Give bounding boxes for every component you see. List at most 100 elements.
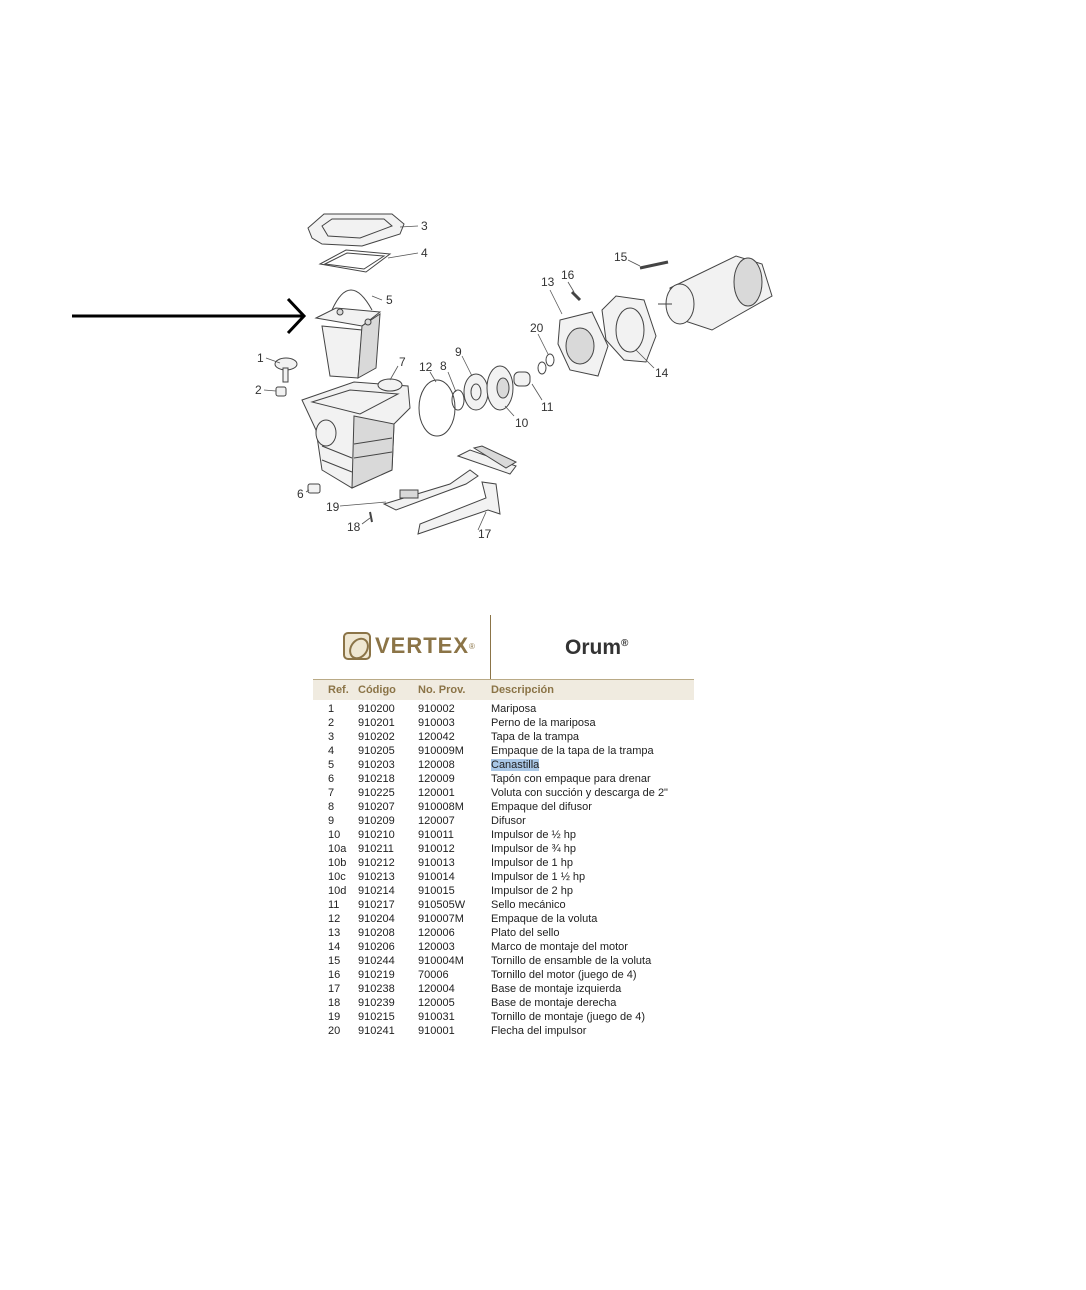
cell-ref: 20	[328, 1025, 341, 1037]
mounting-base-right-part	[382, 469, 479, 511]
seal-plate-part	[557, 311, 609, 377]
cell-ref: 16	[328, 969, 341, 981]
basket-part	[314, 289, 382, 379]
cell-desc[interactable]: Tornillo de ensamble de la voluta	[491, 955, 652, 967]
knob-part	[274, 357, 298, 383]
cell-ref: 17	[328, 983, 341, 995]
cell-codigo: 910211	[358, 843, 394, 855]
header-prov: No. Prov.	[418, 684, 466, 696]
vertex-leaf-icon	[343, 632, 371, 660]
cell-codigo: 910208	[358, 927, 395, 939]
cell-ref: 14	[328, 941, 341, 953]
cell-desc[interactable]: Canastilla	[491, 759, 540, 771]
cell-desc[interactable]: Impulsor de 2 hp	[491, 885, 573, 897]
motor	[658, 255, 773, 331]
cell-prov: 120001	[418, 787, 455, 799]
cell-desc[interactable]: Plato del sello	[491, 927, 560, 939]
leader-lines	[263, 225, 655, 531]
callout-1: 1	[257, 351, 264, 365]
callout-8: 8	[440, 359, 447, 373]
cell-desc[interactable]: Base de montaje derecha	[491, 997, 617, 1009]
volute-bolt-part	[639, 260, 669, 270]
cell-desc[interactable]: Impulsor de ¾ hp	[491, 843, 576, 855]
vertex-logo: VERTEX ®	[343, 632, 475, 660]
cell-desc[interactable]: Mariposa	[491, 703, 537, 715]
cell-ref: 18	[328, 997, 341, 1009]
callout-6: 6	[297, 487, 304, 501]
cell-desc[interactable]: Marco de montaje del motor	[491, 941, 628, 953]
callout-3: 3	[421, 219, 428, 233]
cell-ref: 12	[328, 913, 341, 925]
cell-desc[interactable]: Impulsor de ½ hp	[491, 829, 576, 841]
cell-prov: 910004M	[418, 955, 464, 967]
cell-desc[interactable]: Tapa de la trampa	[491, 731, 580, 743]
cell-prov: 910011	[418, 829, 454, 841]
cell-desc[interactable]: Impulsor de 1 ½ hp	[491, 871, 586, 883]
callout-10: 10	[515, 416, 529, 430]
cell-ref: 8	[328, 801, 335, 813]
motor-screw-part	[570, 290, 582, 302]
cell-codigo: 910200	[358, 703, 395, 715]
cell-ref: 1	[328, 703, 335, 715]
cell-codigo: 910213	[358, 871, 395, 883]
lid-gasket-part	[318, 249, 392, 273]
cell-codigo: 910202	[358, 731, 395, 743]
cell-ref: 5	[328, 759, 335, 771]
callout-labels: 3 4 5 1 2 7 12 8 9 10 11 20 13 16 15 14 …	[255, 219, 669, 541]
impeller-part	[486, 365, 514, 411]
cell-desc[interactable]: Empaque de la tapa de la trampa	[491, 745, 654, 757]
mechanical-seal-part	[513, 361, 547, 387]
cell-desc[interactable]: Difusor	[491, 815, 526, 827]
cell-codigo: 910206	[358, 941, 395, 953]
cell-codigo: 910218	[358, 773, 395, 785]
cell-codigo: 910225	[358, 787, 395, 799]
cell-codigo: 910239	[358, 997, 395, 1009]
cell-desc[interactable]: Voluta con succión y descarga de 2"	[491, 787, 668, 799]
cell-codigo: 910210	[358, 829, 395, 841]
cell-desc[interactable]: Impulsor de 1 hp	[491, 857, 573, 869]
cell-prov: 910008M	[418, 801, 464, 813]
cell-codigo: 910238	[358, 983, 395, 995]
callout-19: 19	[326, 500, 340, 514]
cell-codigo: 910215	[358, 1011, 395, 1023]
cell-desc[interactable]: Tapón con empaque para drenar	[491, 773, 651, 785]
diffuser-gasket-part	[451, 389, 465, 411]
drain-plug-part	[307, 483, 321, 494]
cell-prov: 910009M	[418, 745, 464, 757]
cell-ref: 11	[328, 899, 340, 911]
cell-desc[interactable]: Sello mecánico	[491, 899, 566, 911]
cell-ref: 4	[328, 745, 335, 757]
callout-17: 17	[478, 527, 492, 541]
cell-codigo: 910212	[358, 857, 395, 869]
cell-desc[interactable]: Empaque del difusor	[491, 801, 592, 813]
cell-ref: 13	[328, 927, 341, 939]
cell-ref: 2	[328, 717, 335, 729]
cell-codigo: 910201	[358, 717, 395, 729]
table-column-headers: Ref. Código No. Prov. Descripción	[313, 679, 694, 700]
brand-name: VERTEX	[375, 633, 470, 658]
pointer-arrow	[72, 297, 307, 335]
cell-desc[interactable]: Flecha del impulsor	[491, 1025, 587, 1037]
cell-ref: 6	[328, 773, 335, 785]
cell-desc[interactable]: Base de montaje izquierda	[491, 983, 622, 995]
cell-desc[interactable]: Empaque de la voluta	[491, 913, 598, 925]
cell-prov: 120006	[418, 927, 455, 939]
cell-desc[interactable]: Tornillo de montaje (juego de 4)	[491, 1011, 646, 1023]
cell-desc[interactable]: Tornillo del motor (juego de 4)	[491, 969, 637, 981]
callout-7: 7	[399, 355, 406, 369]
volute-part	[301, 378, 411, 489]
cell-desc[interactable]: Perno de la mariposa	[491, 717, 596, 729]
header-ref: Ref.	[328, 684, 349, 696]
mounting-base-left-part	[417, 445, 518, 535]
